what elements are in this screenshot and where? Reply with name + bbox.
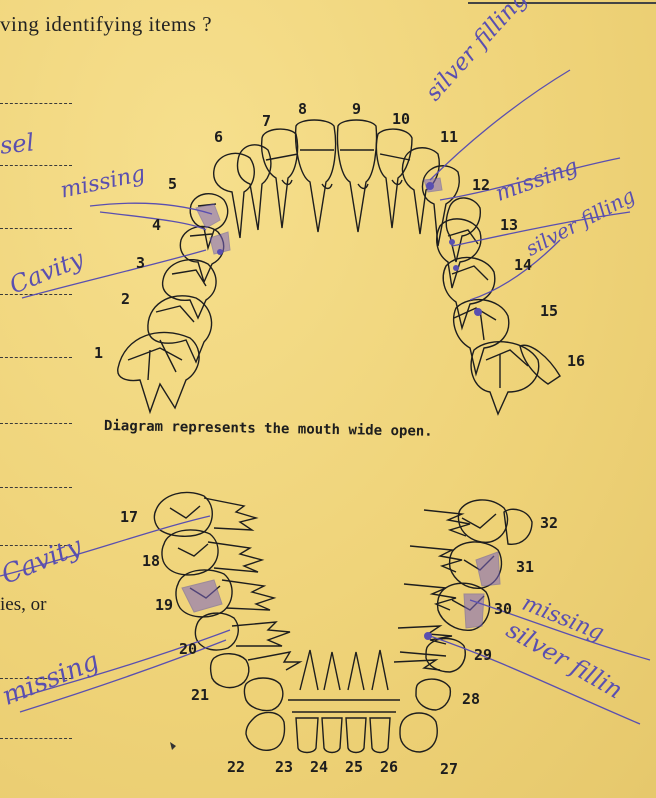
tooth-number-30: 30	[494, 600, 512, 618]
tooth-26	[370, 718, 390, 753]
tooth-number-9: 9	[352, 100, 361, 118]
tooth-number-25: 25	[345, 758, 363, 776]
tooth-number-20: 20	[179, 640, 197, 658]
tooth-number-1: 1	[94, 344, 103, 362]
tooth-number-17: 17	[120, 508, 138, 526]
tooth-28	[416, 679, 450, 710]
tooth-number-15: 15	[540, 302, 558, 320]
tooth-number-26: 26	[380, 758, 398, 776]
handwriting-left-top-fragment: sel	[0, 128, 36, 159]
tooth-12	[446, 198, 480, 262]
tooth-27	[400, 713, 437, 752]
tooth-number-11: 11	[440, 128, 458, 146]
tooth-number-18: 18	[142, 552, 160, 570]
tooth-number-5: 5	[168, 175, 177, 193]
tooth-number-23: 23	[275, 758, 293, 776]
tooth-number-32: 32	[540, 514, 558, 532]
tooth-24	[322, 718, 342, 753]
tooth-number-24: 24	[310, 758, 328, 776]
tooth-number-13: 13	[500, 216, 518, 234]
tooth-23	[296, 718, 318, 753]
tooth-number-29: 29	[474, 646, 492, 664]
tooth-number-27: 27	[440, 760, 458, 778]
tooth-number-16: 16	[567, 352, 585, 370]
tooth-number-7: 7	[262, 112, 271, 130]
tooth-20	[195, 613, 238, 650]
tooth-number-31: 31	[516, 558, 534, 576]
tooth-number-28: 28	[462, 690, 480, 708]
tooth-number-14: 14	[514, 256, 532, 274]
tooth-number-22: 22	[227, 758, 245, 776]
tooth-number-6: 6	[214, 128, 223, 146]
tooth-8	[296, 120, 336, 232]
tooth-number-4: 4	[152, 216, 161, 234]
tooth-10	[376, 129, 412, 228]
tooth-9	[338, 120, 377, 232]
tooth-21	[211, 654, 249, 688]
tooth-number-2: 2	[121, 290, 130, 308]
tooth-1	[118, 332, 199, 412]
tooth-32	[504, 509, 532, 544]
tooth-21b	[245, 678, 283, 711]
tooth-25	[346, 718, 366, 753]
tooth-number-10: 10	[392, 110, 410, 128]
tooth-22	[246, 712, 284, 750]
tooth-number-21: 21	[191, 686, 209, 704]
tooth-17	[154, 492, 212, 536]
tooth-number-19: 19	[155, 596, 173, 614]
tooth-number-12: 12	[472, 176, 490, 194]
tooth-number-8: 8	[298, 100, 307, 118]
tooth-number-3: 3	[136, 254, 145, 272]
tooth-6	[214, 153, 255, 238]
